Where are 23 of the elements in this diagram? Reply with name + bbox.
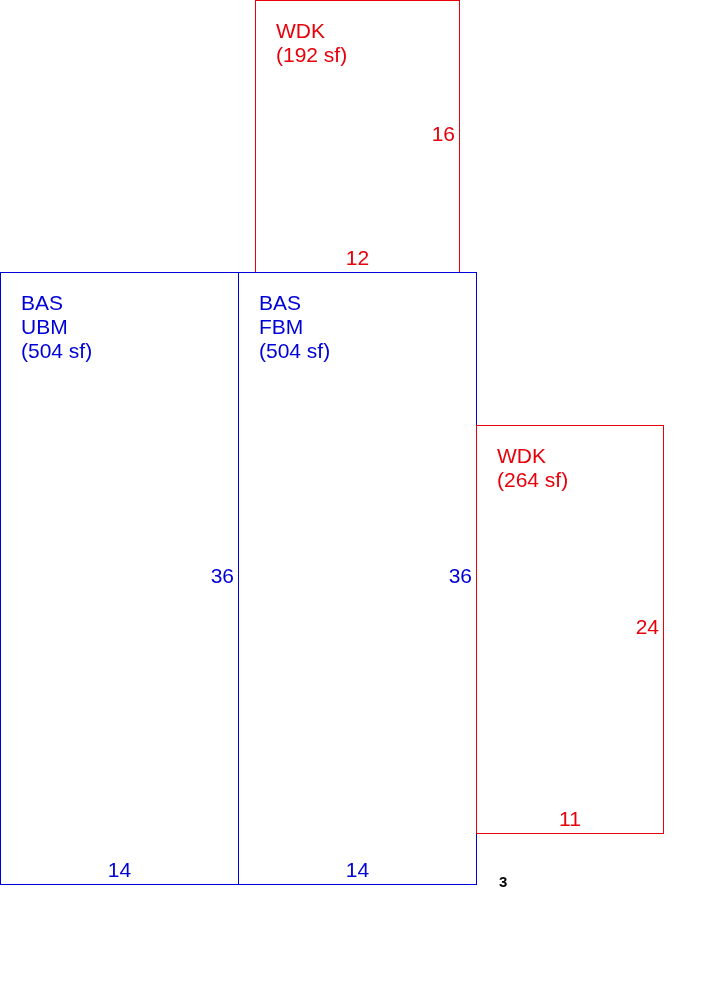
area-label: (504 sf) — [21, 339, 93, 363]
area-label: FBM — [259, 315, 304, 339]
room-outline — [255, 0, 460, 273]
room-outline — [238, 272, 477, 885]
dimension-label: 36 — [448, 563, 472, 588]
area-label: (192 sf) — [276, 43, 348, 67]
area-label: UBM — [21, 315, 68, 339]
dimension-label: 16 — [431, 121, 455, 146]
dimension-label: 11 — [559, 807, 581, 831]
area-label: BAS — [21, 291, 64, 315]
dimension-label: 36 — [210, 563, 234, 588]
dimension-label: 14 — [107, 858, 132, 882]
room-outline — [0, 272, 239, 885]
room-outline — [476, 425, 664, 834]
dimension-label: 3 — [499, 873, 508, 890]
area-label: WDK — [497, 444, 546, 468]
dimension-label: 14 — [345, 858, 370, 882]
area-label: (504 sf) — [259, 339, 331, 363]
dimension-label: 24 — [635, 614, 659, 639]
area-label: (264 sf) — [497, 468, 569, 492]
area-label: WDK — [276, 19, 325, 43]
area-label: BAS — [259, 291, 302, 315]
dimension-label: 12 — [345, 246, 370, 270]
